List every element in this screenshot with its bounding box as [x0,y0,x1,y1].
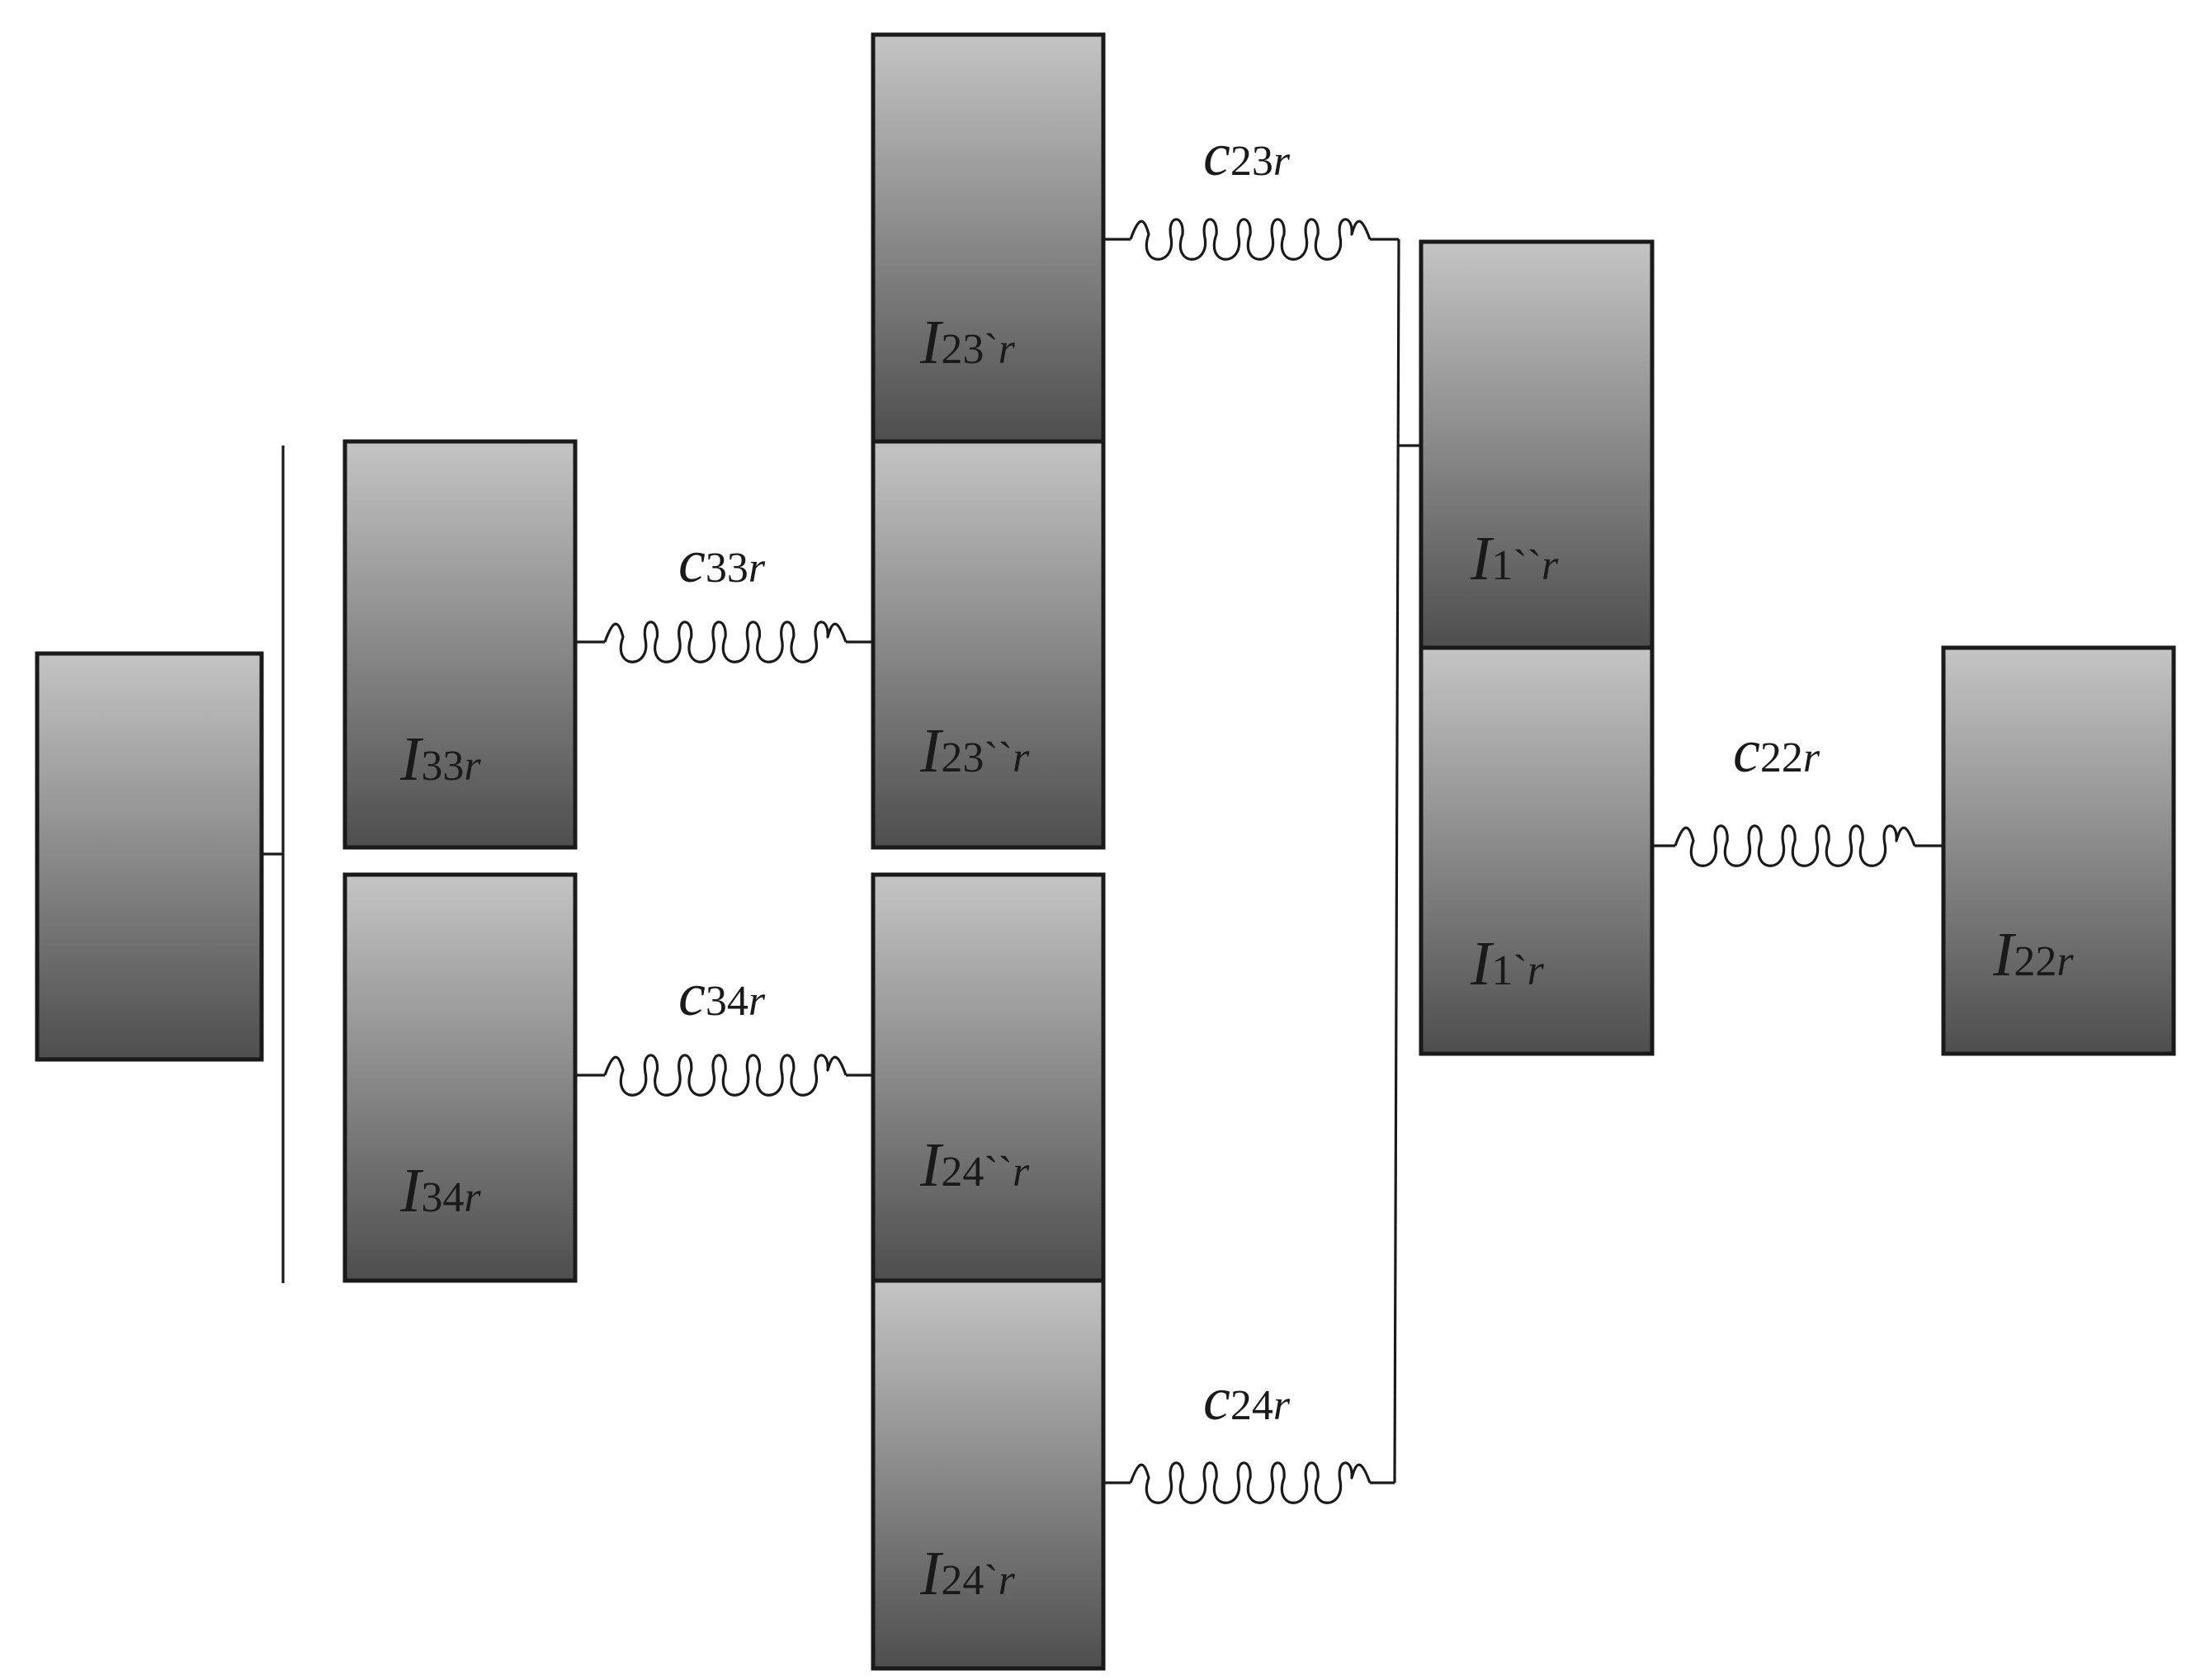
block-i24-prime [871,1278,1106,1671]
spring-c33 [603,621,848,663]
label-c24: c24r [1203,1366,1291,1433]
block-i24-double-prime [871,872,1106,1283]
ground-block [35,651,264,1062]
inertia-labels: I33r I34r I23`r I23``r I24``r I24`r I1``… [399,308,2074,1608]
label-i22: I22r [1992,920,2074,989]
block-i1-double-prime [1419,239,1655,650]
label-i1-prime: I1`r [1470,929,1545,998]
spring-c34 [603,1054,848,1097]
label-i23-prime: I23`r [919,308,1016,377]
block-i1-prime [1419,645,1655,1056]
label-i33: I33r [399,724,481,794]
connection-lines [262,238,1943,1484]
inertia-boxes [35,32,2176,1671]
label-i23-double-prime: I23``r [919,716,1030,786]
label-i1-double-prime: I1``r [1470,524,1559,593]
block-i22 [1941,645,2176,1056]
label-c33: c33r [678,528,766,596]
spring-c24 [1129,1461,1372,1504]
label-c34: c34r [678,961,766,1029]
spring-labels: c33r c34r c23r c24r c22r [678,121,1820,1433]
block-i23-prime [871,32,1106,444]
label-i24-prime: I24`r [919,1539,1016,1608]
block-i33 [342,439,578,850]
block-i23-double-prime [871,439,1106,850]
springs [603,218,1916,1504]
label-c22: c22r [1733,718,1820,786]
label-i24-double-prime: I24``r [919,1130,1030,1200]
spring-c23 [1129,218,1372,261]
label-c23: c23r [1203,121,1291,189]
spring-c22 [1674,824,1916,867]
block-i34 [342,872,578,1283]
label-i34: I34r [399,1156,481,1225]
